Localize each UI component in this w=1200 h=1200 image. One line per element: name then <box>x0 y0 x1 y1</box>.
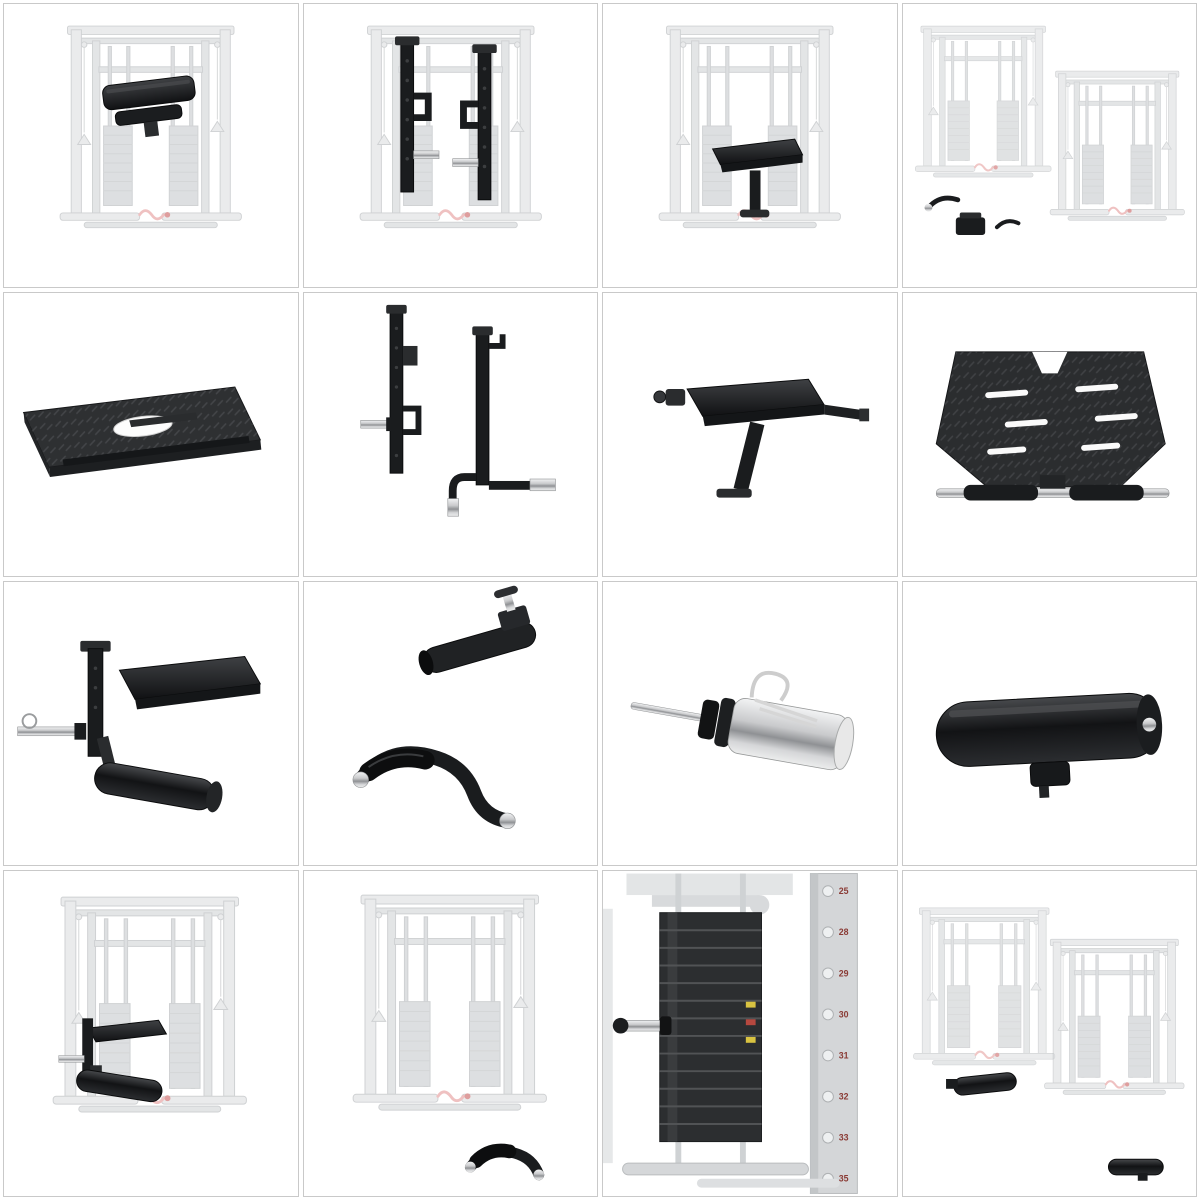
bar-holder-left <box>359 304 421 474</box>
functional-trainer-ghost <box>351 893 548 1112</box>
roller-pad-art <box>935 692 1162 798</box>
trainer-pair-rollers-art <box>912 906 1185 1181</box>
tile-roller-pad <box>901 581 1197 866</box>
stack-number-labels: 25 28 29 30 31 32 33 35 <box>839 886 849 1184</box>
svg-text:35: 35 <box>839 1174 849 1184</box>
tile-spotter-seat <box>602 292 898 577</box>
tile-tube-adapter-curved-handle <box>302 581 598 866</box>
sleeve-adapter-art <box>630 670 855 771</box>
platform-art <box>22 386 262 478</box>
tile-trainer-pair-accessories <box>901 3 1197 288</box>
svg-text:25: 25 <box>839 886 849 896</box>
trainer-jammer-arms-art <box>358 24 543 230</box>
jammer-arm-left <box>394 36 439 193</box>
small-roller-accessory-left <box>945 1072 1017 1096</box>
tile-foot-plate <box>901 292 1197 577</box>
leg-attachment-on-machine <box>58 1018 168 1103</box>
svg-text:32: 32 <box>839 1092 849 1102</box>
tile-trainer-with-seat <box>602 3 898 288</box>
bar-holder-art <box>359 304 556 517</box>
trainer-seat-art <box>657 24 842 230</box>
tile-bar-holder-brackets <box>302 292 598 577</box>
trainer-back-pad-art <box>58 24 243 230</box>
tile-trainer-with-back-pad <box>3 3 299 288</box>
spotter-seat-art <box>653 378 870 498</box>
foot-plate-art <box>935 351 1169 501</box>
tile-trainer-pair-rollers <box>901 870 1197 1197</box>
tile-weight-stack-closeup: 25 28 29 30 31 32 33 35 <box>602 870 898 1197</box>
seat-attachment <box>711 138 804 218</box>
bar-holder-right <box>447 326 556 517</box>
leg-extension-art <box>17 640 262 813</box>
selector-pin <box>612 1016 672 1035</box>
curved-handle <box>352 746 516 829</box>
functional-trainer-ghost-left <box>913 25 1052 179</box>
plate-slots <box>984 383 1138 455</box>
tube-adapter-art <box>352 585 536 829</box>
sleeve-adapter <box>630 670 855 771</box>
upright-column: 25 28 29 30 31 32 33 35 <box>809 873 858 1194</box>
svg-text:28: 28 <box>839 927 849 937</box>
weight-stack <box>659 912 762 1143</box>
tile-leg-extension-attachment <box>3 581 299 866</box>
svg-text:33: 33 <box>839 1133 849 1143</box>
diamond-plate-wedge <box>22 386 262 478</box>
functional-trainer-ghost-right <box>1043 938 1185 1096</box>
tile-trainer-with-jammer-arms <box>302 3 598 288</box>
functional-trainer-ghost-left <box>912 906 1056 1067</box>
tile-diamond-plate-platform <box>3 292 299 577</box>
leg-extension-attachment <box>17 640 262 813</box>
roller-pad <box>935 692 1162 798</box>
tile-trainer-with-curl-handle <box>302 870 598 1197</box>
tile-chrome-sleeve-adapter <box>602 581 898 866</box>
svg-text:29: 29 <box>839 968 849 978</box>
tile-trainer-with-leg-attachment <box>3 870 299 1197</box>
trainer-leg-attachment-art <box>51 895 248 1114</box>
foot-plate <box>935 351 1169 501</box>
bar-tube-adapter <box>418 585 536 676</box>
trainer-curl-handle-art <box>351 893 548 1181</box>
trainer-pair-art <box>913 25 1185 236</box>
functional-trainer-ghost-right <box>1048 70 1185 222</box>
functional-trainer-ghost <box>358 24 543 230</box>
spotter-seat <box>653 378 870 498</box>
jammer-arm-right <box>451 44 497 201</box>
svg-text:30: 30 <box>839 1009 849 1019</box>
curl-handle-accessory <box>464 1143 544 1181</box>
small-roller-accessory-right <box>1107 1158 1164 1181</box>
svg-text:31: 31 <box>839 1050 849 1060</box>
weight-stack-closeup: 25 28 29 30 31 32 33 35 <box>603 873 858 1194</box>
weight-stack-art: 25 28 29 30 31 32 33 35 <box>603 873 858 1194</box>
back-pad-attachment <box>102 75 196 138</box>
small-accessory-set <box>924 195 1020 236</box>
